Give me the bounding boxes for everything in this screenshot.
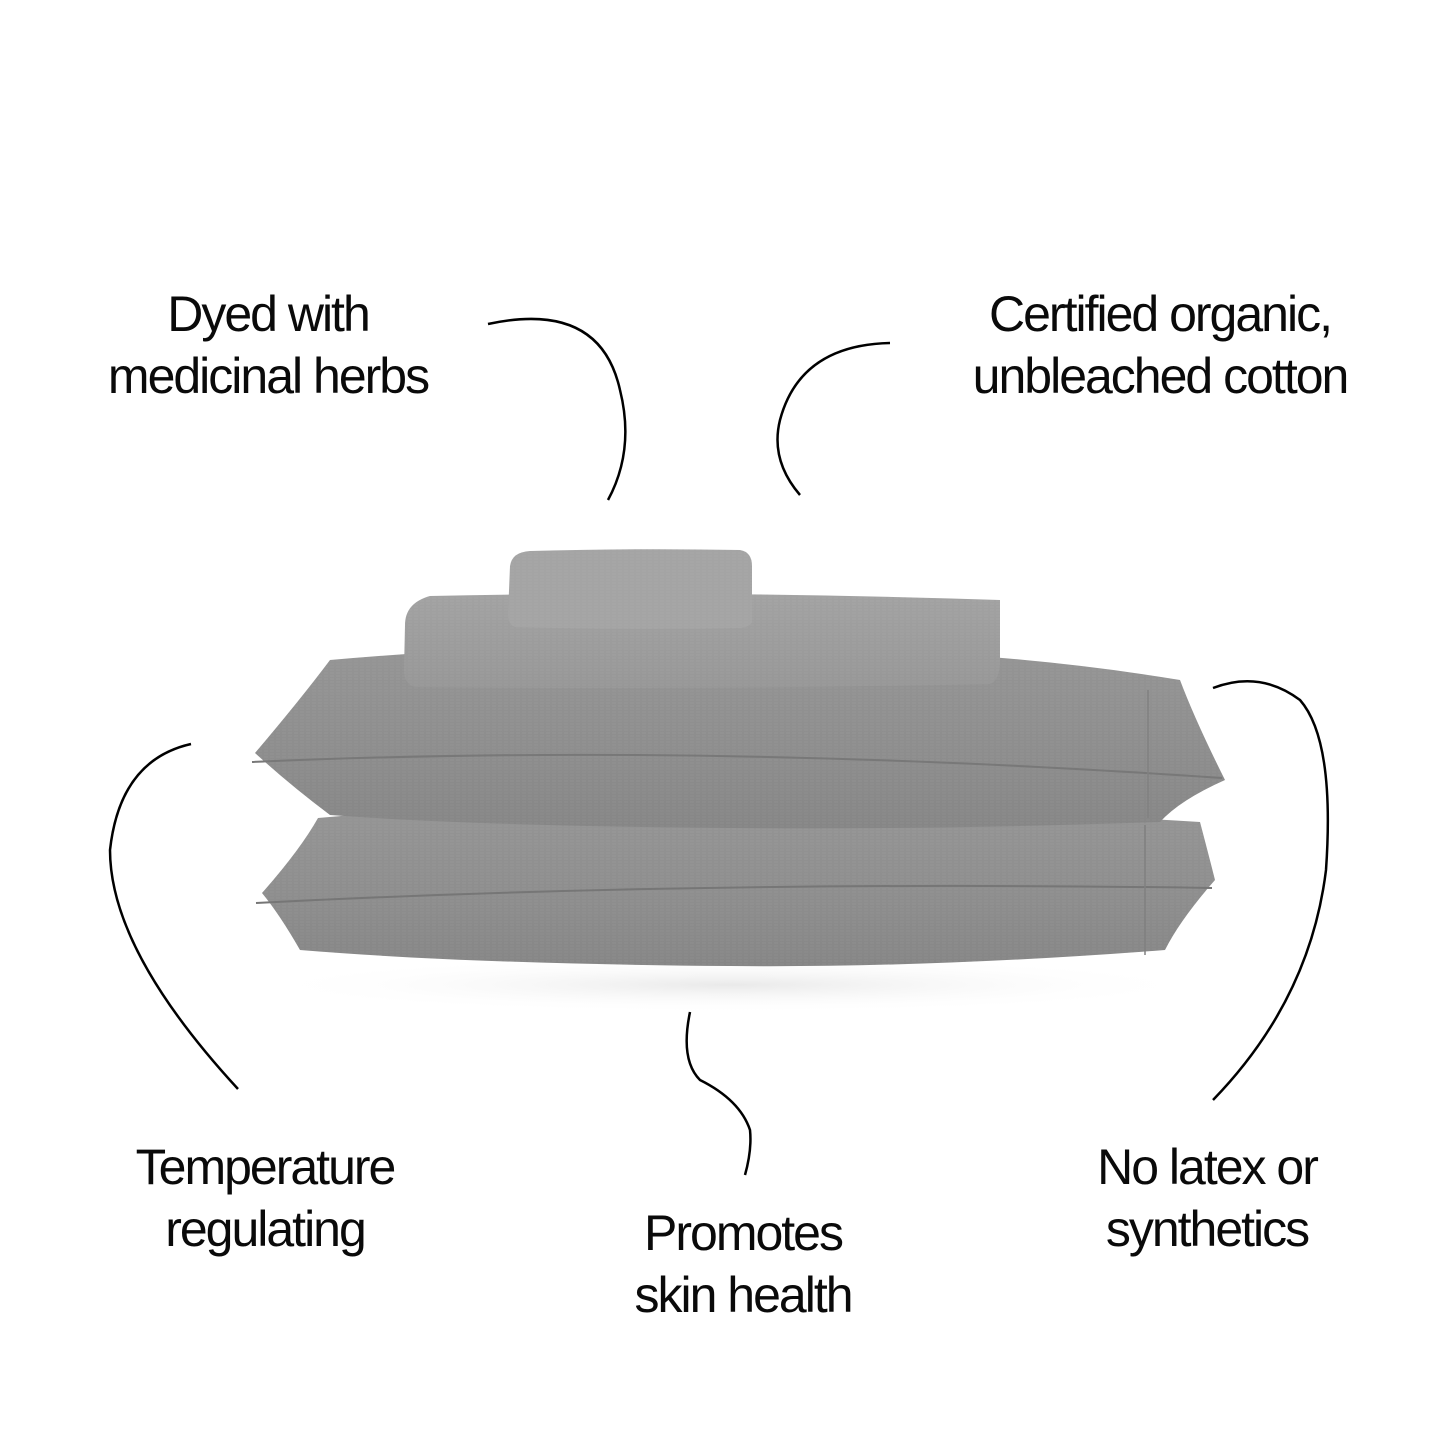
callout-certified-organic: Certified organic, unbleached cotton	[972, 283, 1350, 407]
callout-line: unbleached cotton	[972, 348, 1350, 404]
callout-line: skin health	[634, 1267, 853, 1323]
callout-line: Dyed with	[167, 286, 371, 342]
connector-line-organic	[776, 341, 891, 496]
callout-line: regulating	[165, 1201, 367, 1257]
callout-line: Certified organic,	[989, 286, 1333, 342]
callout-line: Promotes	[644, 1205, 844, 1261]
callout-line: medicinal herbs	[107, 348, 430, 404]
pillow-bottom	[255, 803, 1215, 967]
pillowcase-folded	[508, 549, 752, 629]
connector-line-latex	[1212, 680, 1330, 1101]
callout-dyed-with-herbs: Dyed with medicinal herbs	[107, 283, 430, 407]
connector-line-dyed	[487, 317, 627, 501]
pillow-top	[251, 644, 1225, 829]
floor-shadow	[250, 957, 1210, 1013]
callout-skin-health: Promotes skin health	[634, 1202, 853, 1326]
callout-line: Temperature	[135, 1139, 397, 1195]
callout-line: No latex or	[1097, 1139, 1319, 1195]
callout-line: synthetics	[1105, 1201, 1310, 1257]
callout-temperature-regulating: Temperature regulating	[135, 1136, 397, 1260]
callout-no-latex: No latex or synthetics	[1097, 1136, 1319, 1260]
connector-line-temperature	[108, 742, 239, 1090]
connector-line-skin	[685, 1011, 752, 1176]
